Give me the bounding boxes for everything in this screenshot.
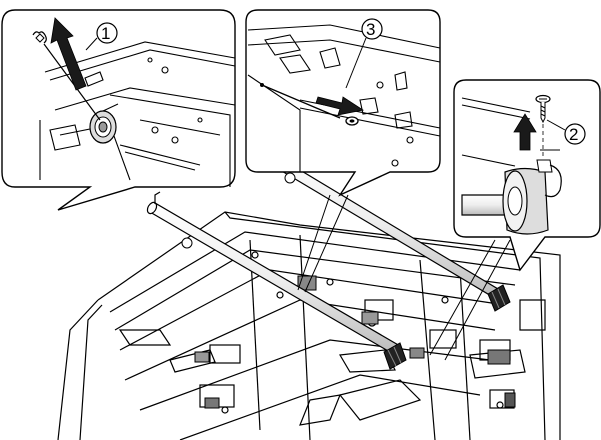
pulley-wheel (89, 103, 119, 144)
up-arrow-icon (50, 17, 87, 91)
callout-2: 2 (546, 119, 586, 145)
callout-1-label: 1 (101, 24, 110, 43)
lamp-socket (461, 159, 562, 235)
spring-icon (32, 31, 101, 121)
callout-1: 1 (85, 22, 118, 51)
detail-2-frame (461, 97, 560, 167)
wire-connector (260, 83, 359, 126)
tube-end-cap (487, 284, 511, 312)
detail-callout-1: 1 (1, 9, 236, 211)
callout-3: 3 (345, 18, 383, 89)
callout-2-label: 2 (569, 125, 578, 144)
frame-shaded-parts (194, 275, 516, 409)
right-arrow-icon (315, 96, 365, 116)
callout-3-label: 3 (366, 20, 375, 39)
tube-end-cap (383, 342, 407, 370)
detail-1-frame (39, 41, 236, 187)
scanner-frame (57, 211, 561, 440)
screw-icon (535, 94, 551, 158)
lamp-tube-icon (146, 191, 407, 370)
detail-callout-2: 2 (453, 79, 601, 272)
leader-lines (297, 194, 511, 361)
detail-callout-3: 3 (245, 9, 441, 197)
up-arrow-icon (513, 113, 537, 151)
